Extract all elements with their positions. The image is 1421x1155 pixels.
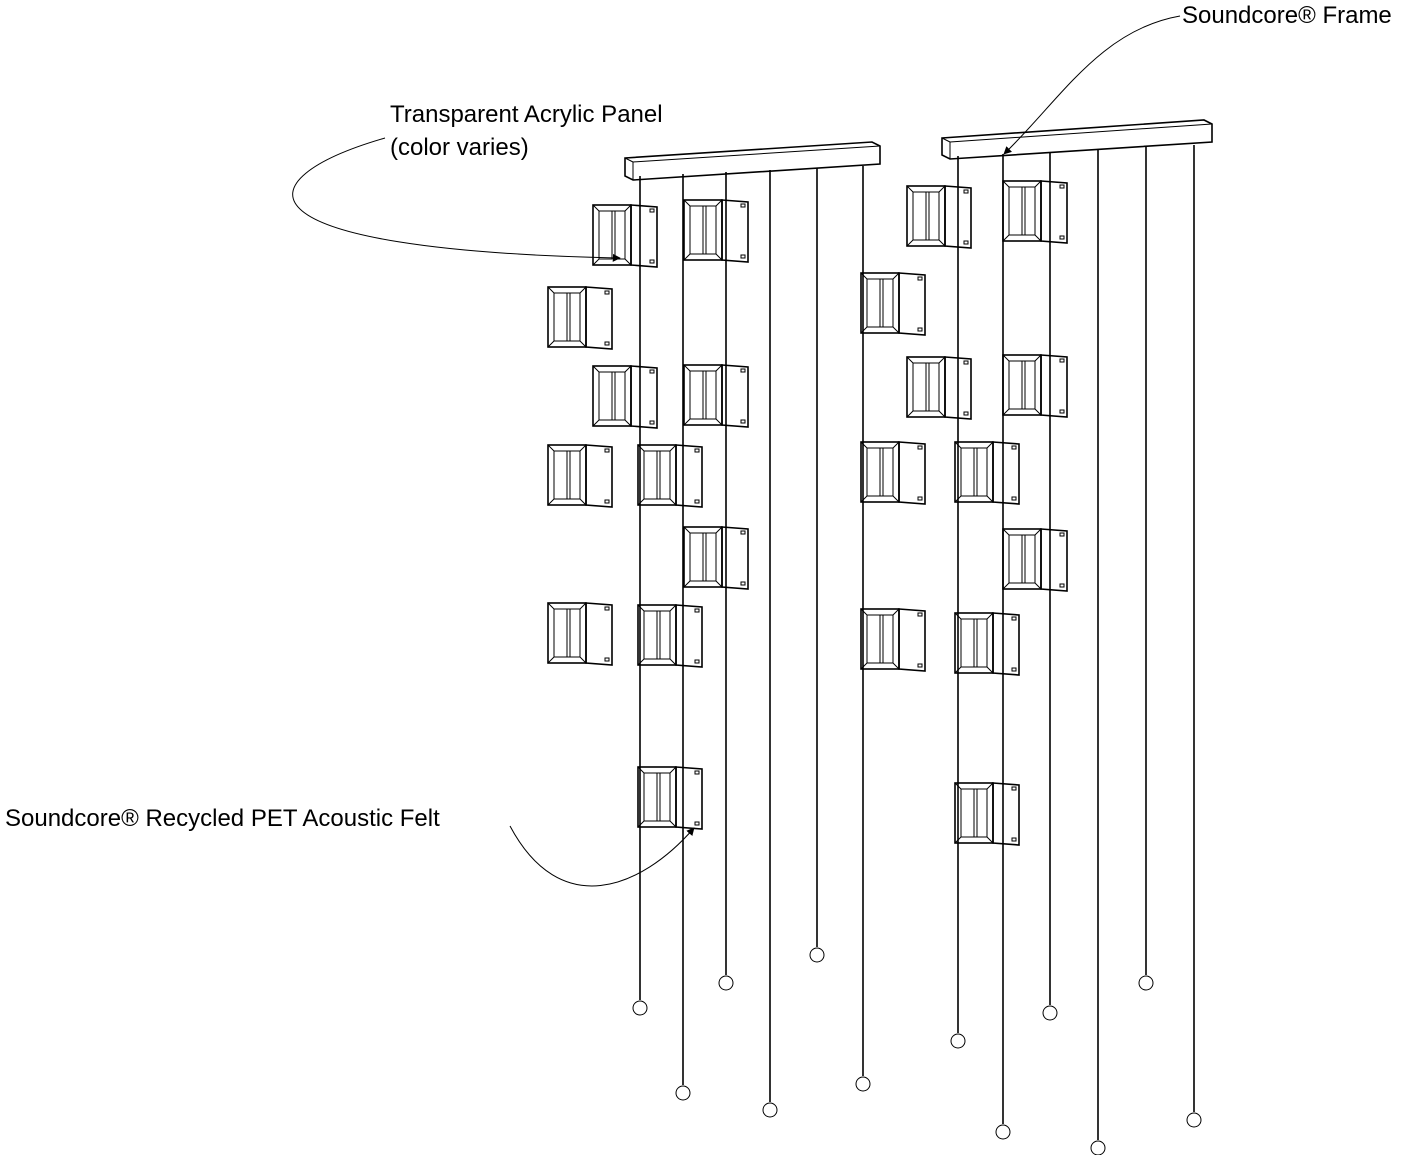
acoustic-panel-box	[906, 356, 972, 420]
acoustic-panel-box	[683, 526, 749, 590]
cable-weight	[1138, 975, 1154, 991]
acoustic-panel-box	[1002, 180, 1068, 244]
acoustic-panel-box	[954, 782, 1020, 846]
acrylic-callout-line1: Transparent Acrylic Panel	[390, 101, 663, 128]
acoustic-panel-box	[547, 286, 613, 350]
acoustic-panel-box	[860, 272, 926, 336]
left-frame-rail	[624, 141, 881, 181]
acoustic-panel-box	[637, 766, 703, 830]
felt-leader-line	[509, 825, 695, 887]
frame-callout: Soundcore® Frame	[1182, 2, 1392, 29]
acoustic-panel-box	[683, 199, 749, 263]
frame-leader-line	[1003, 15, 1181, 155]
cable-weight	[995, 1124, 1011, 1140]
acoustic-panel-box	[592, 204, 658, 268]
acoustic-panel-box	[860, 608, 926, 672]
cable-weight	[809, 947, 825, 963]
cable-weight	[675, 1085, 691, 1101]
cable-weight	[718, 975, 734, 991]
acoustic-panel-box	[954, 441, 1020, 505]
cable-weight	[632, 1000, 648, 1016]
panels	[547, 180, 1068, 846]
acoustic-panel-box	[860, 441, 926, 505]
right-frame-rail	[941, 119, 1213, 160]
acoustic-panel-box	[954, 612, 1020, 676]
cable-weight	[1186, 1112, 1202, 1128]
acrylic-leader-line	[292, 137, 621, 262]
cable-weight	[1090, 1140, 1106, 1155]
cables	[632, 145, 1202, 1155]
acoustic-panel-box	[1002, 354, 1068, 418]
cable-weight	[762, 1102, 778, 1118]
acoustic-panel-box	[1002, 528, 1068, 592]
cable-weight	[855, 1076, 871, 1092]
acoustic-panel-box	[906, 185, 972, 249]
acoustic-panel-box	[683, 364, 749, 428]
acoustic-panel-box	[547, 444, 613, 508]
cable-weight	[1042, 1005, 1058, 1021]
acoustic-panel-box	[592, 365, 658, 429]
cable-weight	[950, 1033, 966, 1049]
acoustic-panel-box	[637, 604, 703, 668]
acoustic-panel-box	[637, 444, 703, 508]
felt-callout: Soundcore® Recycled PET Acoustic Felt	[5, 805, 440, 832]
acoustic-panel-box	[547, 602, 613, 666]
acrylic-callout-line2: (color varies)	[390, 134, 529, 161]
